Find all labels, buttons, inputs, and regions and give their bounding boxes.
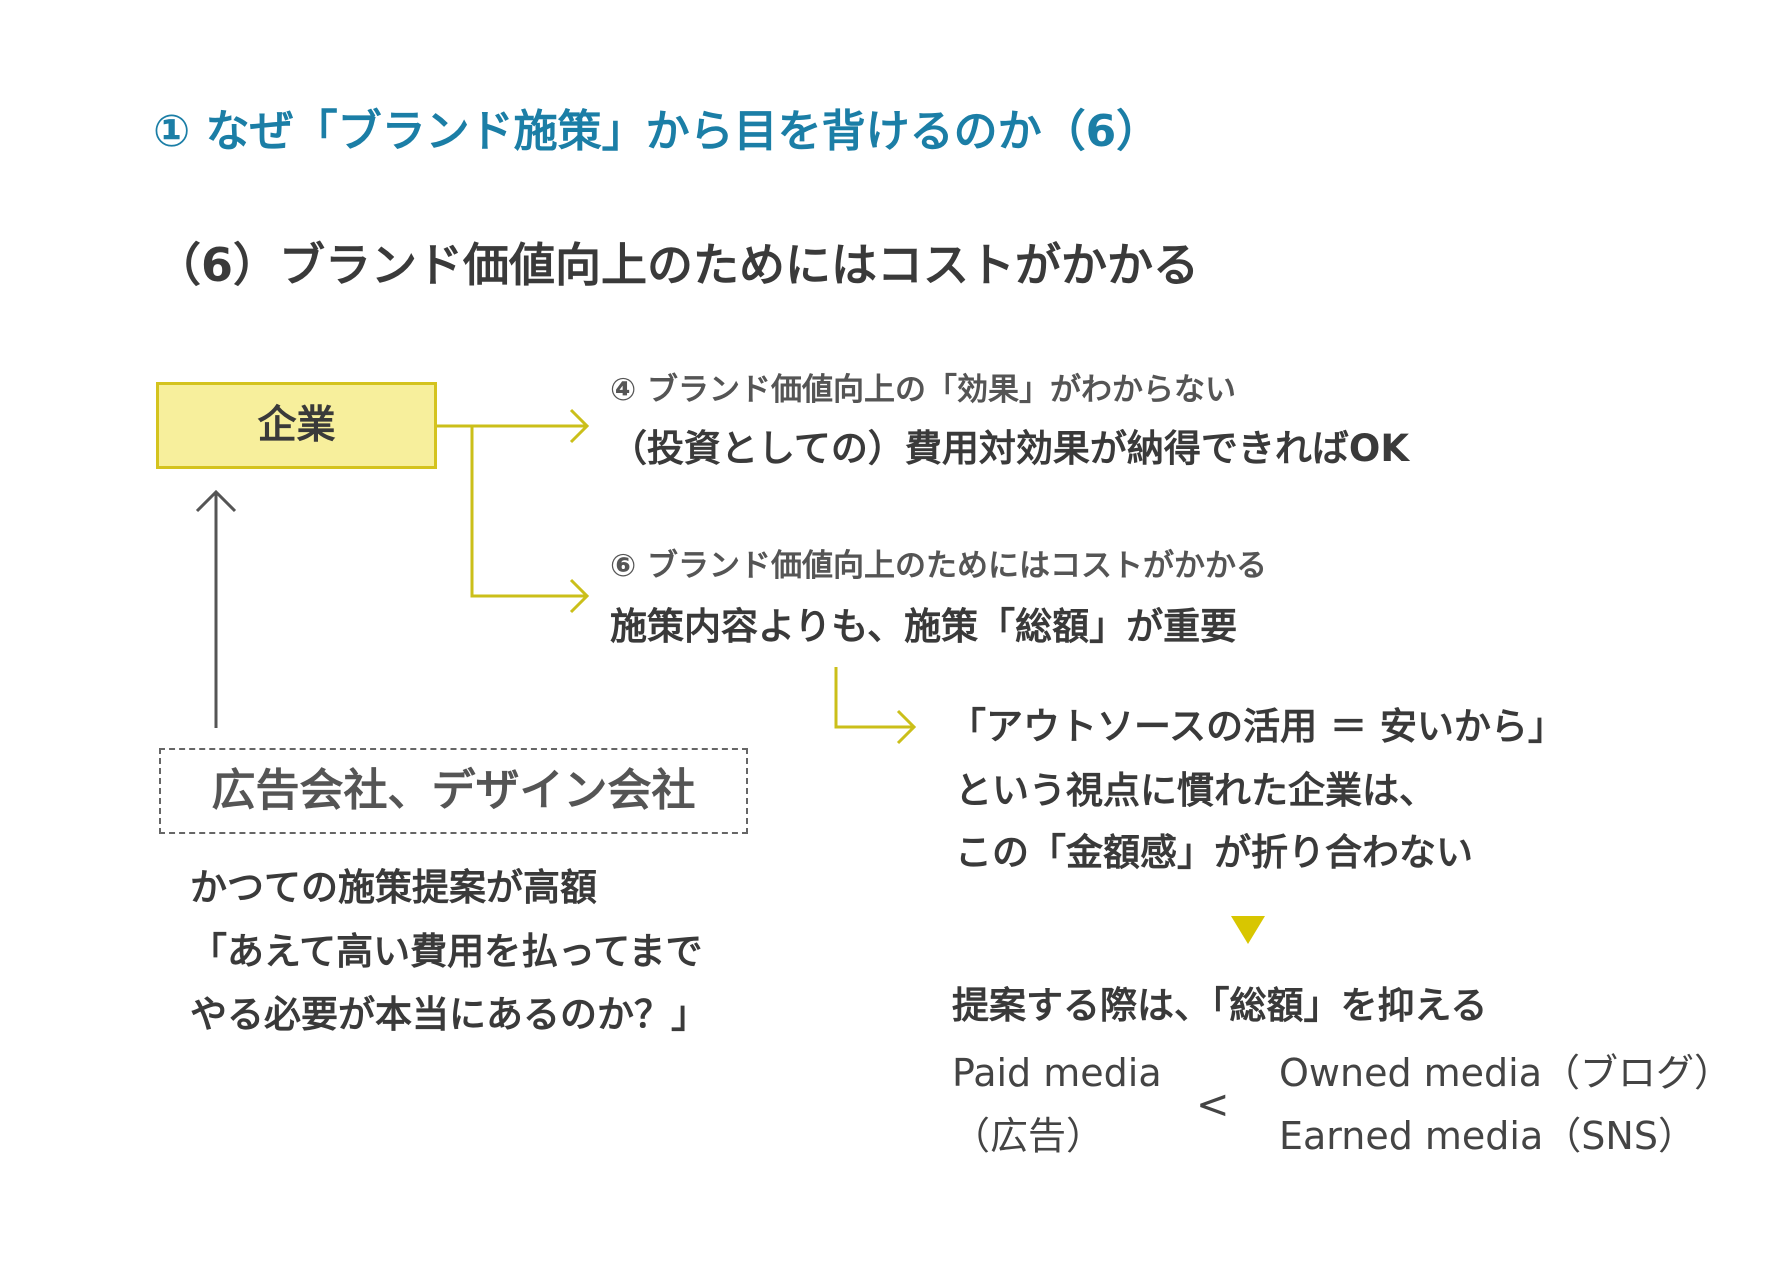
arrowhead-outsource bbox=[896, 709, 917, 745]
cost-text: 施策内容よりも、施策「総額」が重要 bbox=[610, 605, 1238, 648]
agency-text-line-1: かつての施策提案が高額 bbox=[190, 866, 597, 909]
arrowhead-effect bbox=[569, 408, 590, 444]
conclusion-text: 提案する際は、「総額」を抑える bbox=[952, 984, 1488, 1027]
cost-note: ⑥ ブランド価値向上のためにはコストがかかる bbox=[610, 548, 1268, 584]
outsource-line-1: 「アウトソースの活用 ＝ 安いから」 bbox=[949, 705, 1565, 748]
down-triangle-icon bbox=[1231, 916, 1265, 944]
agency-label: 広告会社、デザイン会社 bbox=[211, 765, 696, 816]
agency-text-line-2: 「あえて高い費用を払ってまで bbox=[190, 930, 703, 973]
agency-box: 広告会社、デザイン会社 bbox=[159, 748, 748, 834]
effect-text: （投資としての）費用対効果が納得できればOK bbox=[610, 427, 1410, 470]
arrow-cost-to-outsource bbox=[834, 667, 914, 729]
paid-media-note: （広告） bbox=[952, 1114, 1105, 1158]
effect-note: ④ ブランド価値向上の「効果」がわからない bbox=[610, 372, 1237, 408]
earned-media-label: Earned media（SNS） bbox=[1279, 1114, 1696, 1158]
company-label: 企業 bbox=[257, 403, 336, 448]
comparison-symbol: < bbox=[1196, 1082, 1230, 1128]
outsource-line-2: という視点に慣れた企業は、 bbox=[955, 769, 1436, 812]
company-box: 企業 bbox=[156, 382, 437, 469]
agency-text-line-3: やる必要が本当にあるのか？」 bbox=[190, 993, 708, 1036]
section-subtitle: （6）ブランド価値向上のためにはコストがかかる bbox=[155, 238, 1200, 292]
outsource-line-3: この「金額感」が折り合わない bbox=[955, 831, 1473, 874]
arrowhead-cost bbox=[569, 578, 590, 614]
page-title: ① なぜ「ブランド施策」から目を背けるのか（6） bbox=[153, 106, 1161, 157]
paid-media-label: Paid media bbox=[952, 1051, 1162, 1095]
arrow-company-to-cost bbox=[470, 426, 587, 598]
arrowhead-up-icon bbox=[195, 489, 237, 513]
owned-media-label: Owned media（ブログ） bbox=[1279, 1051, 1733, 1095]
